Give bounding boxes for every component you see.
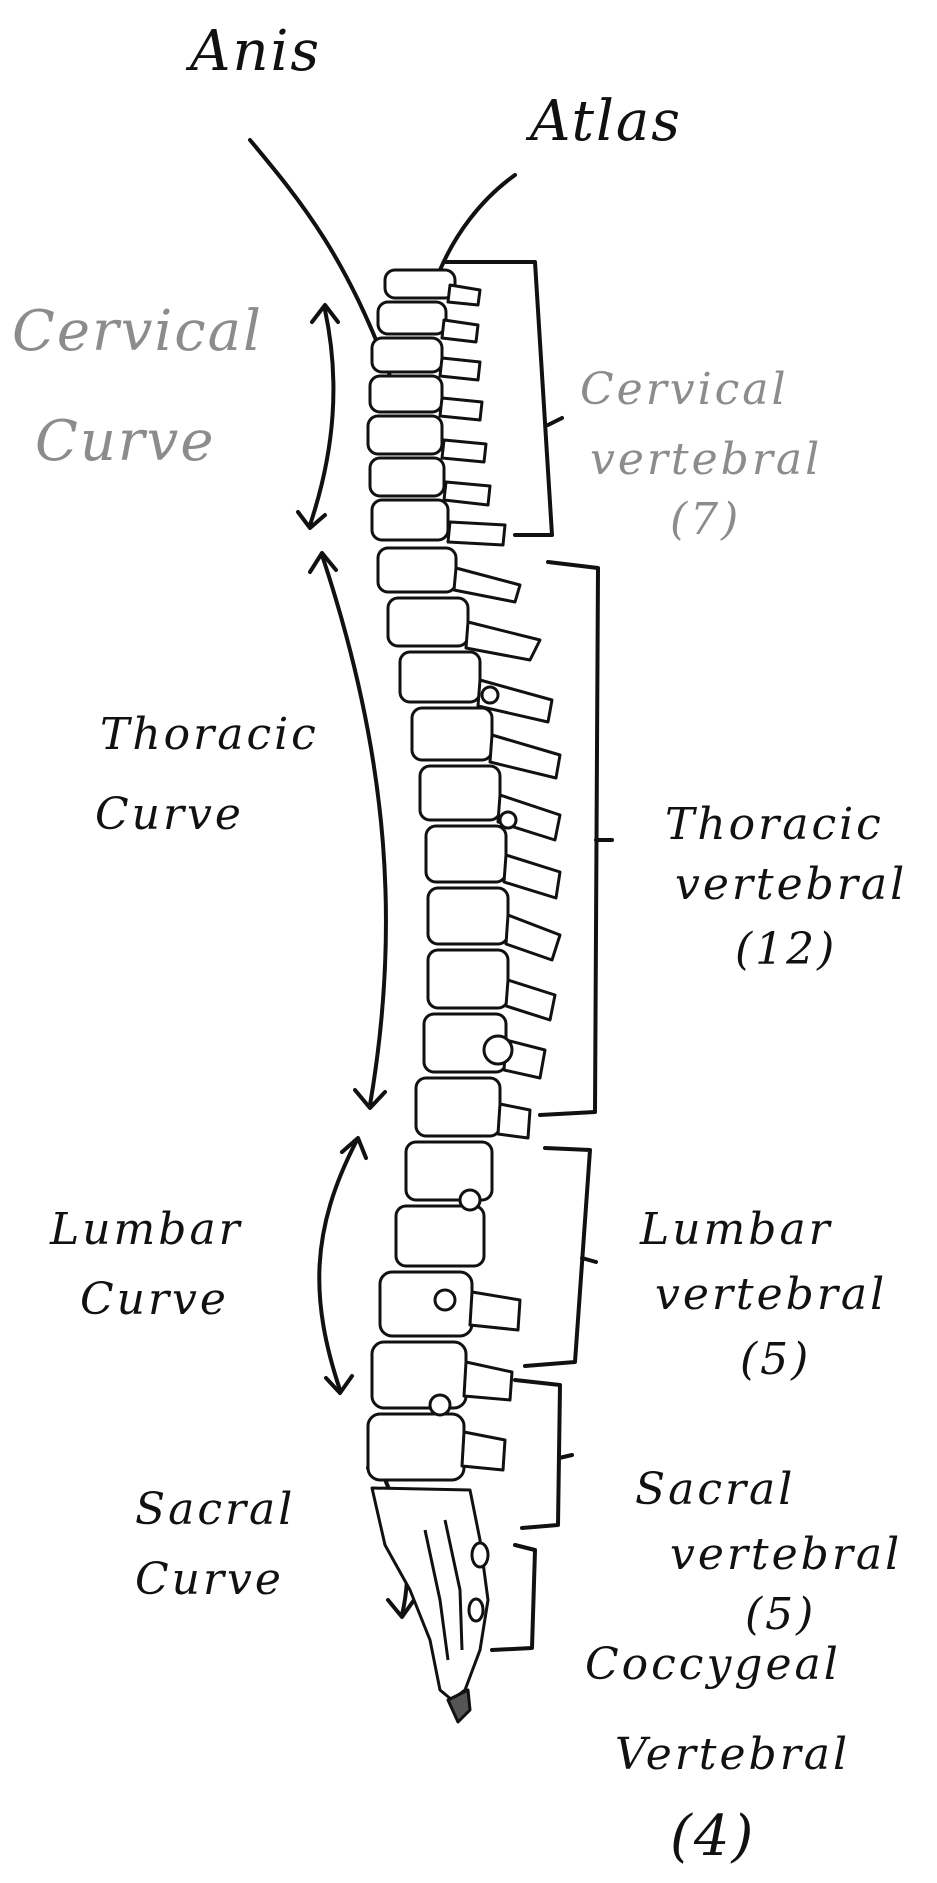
thoracic-vertebrae-count: (12) — [735, 925, 837, 976]
sacral-curve-line-2: Curve — [135, 1555, 284, 1606]
lumbar-vertebrae-line-2: vertebral — [655, 1270, 887, 1321]
cervical-vertebrae-line-2: vertebral — [590, 435, 822, 486]
lumbar-curve-arrow — [319, 1138, 366, 1393]
cervical-curve-line-2: Curve — [35, 410, 215, 474]
sacral-curve-line-1: Sacral — [135, 1485, 295, 1536]
sacral-vertebrae-line-1: Sacral — [635, 1465, 795, 1516]
atlas-pointer-line — [440, 175, 515, 270]
thoracic-vertebrae-line-1: Thoracic — [665, 800, 884, 851]
atlas-label: Atlas — [530, 90, 682, 154]
thoracic-curve-arrow — [310, 553, 386, 1108]
cervical-curve-line-1: Cervical — [12, 300, 263, 364]
thoracic-curve-line-1: Thoracic — [100, 710, 319, 761]
sacral-bracket — [515, 1380, 572, 1528]
cervical-vertebrae-count: (7) — [670, 495, 741, 546]
lumbar-vertebrae-count: (5) — [740, 1335, 811, 1386]
thoracic-vertebrae-line-2: vertebral — [675, 860, 907, 911]
sacral-vertebrae-line-2: vertebral — [670, 1530, 902, 1581]
coccygeal-vertebrae-line-2: Vertebral — [615, 1730, 850, 1781]
coccygeal-vertebrae-line-1: Coccygeal — [585, 1640, 841, 1691]
lumbar-bracket — [525, 1148, 596, 1366]
sacral-vertebrae-count: (5) — [745, 1590, 816, 1641]
thoracic-curve-line-2: Curve — [95, 790, 244, 841]
coccygeal-vertebrae-count: (4) — [670, 1805, 755, 1869]
cervical-curve-arrow — [298, 305, 338, 528]
coccygeal-bracket — [492, 1545, 535, 1650]
lumbar-curve-line-2: Curve — [80, 1275, 229, 1326]
axis-label: Anis — [190, 20, 321, 84]
vertebral-column — [368, 270, 560, 1722]
cervical-vertebrae-line-1: Cervical — [580, 365, 789, 416]
lumbar-curve-line-1: Lumbar — [50, 1205, 243, 1256]
lumbar-vertebrae-line-1: Lumbar — [640, 1205, 833, 1256]
